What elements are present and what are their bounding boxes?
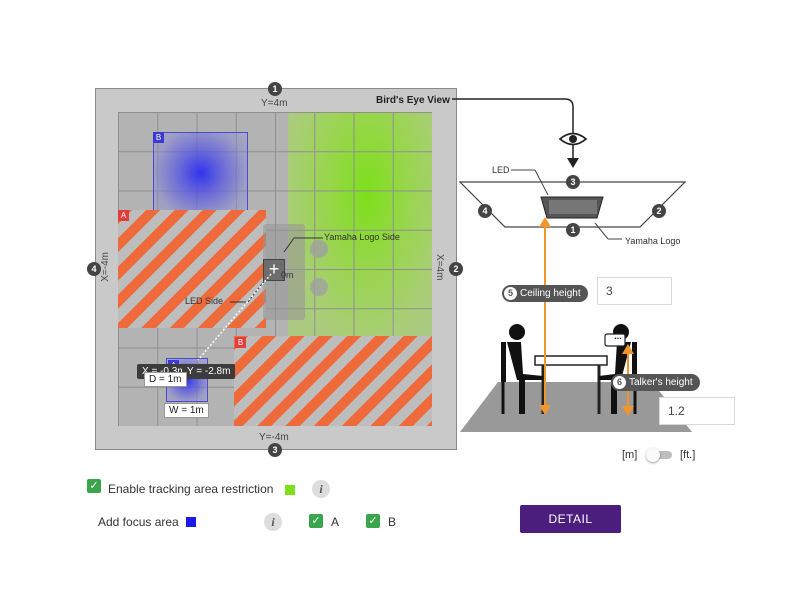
- restriction-area-a-tag: A: [118, 210, 129, 221]
- talker-height-arrows: [622, 344, 634, 416]
- focus-b-label: B: [388, 515, 397, 529]
- left-dimension: X=-4m: [100, 252, 111, 282]
- info-icon[interactable]: i: [312, 480, 330, 498]
- device-pointer-lines: [511, 169, 622, 240]
- tooltip-depth: D = 1m: [144, 372, 187, 387]
- ceiling-height-num: 5: [504, 287, 517, 300]
- focus-b-checkbox[interactable]: ✓: [366, 514, 380, 528]
- right-dimension: X=4m: [434, 254, 445, 281]
- talker-height-input[interactable]: 1.2: [659, 397, 735, 425]
- info-icon[interactable]: i: [264, 513, 282, 531]
- top-dimension: Y=4m: [261, 98, 288, 109]
- direction-badge-4: 4: [87, 262, 101, 276]
- focus-color-swatch: [186, 517, 196, 527]
- restriction-area-b-tag: B: [235, 337, 246, 348]
- led-label: LED: [492, 165, 510, 175]
- unit-feet-label[interactable]: [ft.]: [680, 449, 696, 461]
- enable-tracking-label: Enable tracking area restriction: [108, 482, 274, 496]
- enable-tracking-checkbox[interactable]: ✓: [87, 479, 101, 493]
- unit-toggle-track: [650, 451, 672, 459]
- restriction-area-b[interactable]: [234, 336, 432, 426]
- yamaha-logo-side-label: Yamaha Logo Side: [324, 232, 400, 242]
- bottom-dimension: Y=-4m: [259, 432, 289, 443]
- view-connector-arrow: [452, 98, 579, 168]
- microphone-dot: [310, 240, 328, 258]
- microphone-dot: [310, 278, 328, 296]
- unit-toggle[interactable]: [646, 448, 674, 462]
- talker-height-num: 6: [613, 376, 626, 389]
- yamaha-logo-label: Yamaha Logo: [625, 236, 681, 246]
- side-badge-4: 4: [478, 204, 492, 218]
- tooltip-width: W = 1m: [164, 403, 209, 418]
- unit-toggle-knob: [646, 448, 660, 462]
- tracking-color-swatch: [285, 485, 295, 495]
- ceiling-height-text: Ceiling height: [520, 288, 581, 299]
- focus-area-b[interactable]: [153, 132, 248, 214]
- focus-area-b-tag: B: [153, 132, 164, 143]
- led-badge: 3: [566, 175, 580, 189]
- talker-height-text: Talker's height: [629, 377, 693, 388]
- speech-bubble: ...: [614, 331, 622, 341]
- direction-badge-3: 3: [268, 443, 282, 457]
- led-side-label: LED Side: [185, 296, 224, 306]
- add-focus-area-label: Add focus area: [98, 515, 179, 529]
- device-position-handle[interactable]: +: [263, 259, 285, 281]
- birds-eye-view-title: Bird's Eye View: [376, 95, 450, 106]
- ceiling-height-arrows: [539, 217, 551, 415]
- eye-icon: [558, 132, 588, 146]
- ceiling-height-line: [544, 225, 546, 411]
- direction-badge-2: 2: [449, 262, 463, 276]
- device-distance-label: 0m: [281, 270, 294, 280]
- focus-a-label: A: [331, 515, 340, 529]
- unit-meters-label[interactable]: [m]: [622, 449, 638, 461]
- pointer-lines: [197, 237, 323, 361]
- detail-button[interactable]: DETAIL: [520, 505, 621, 533]
- ceiling-height-input[interactable]: 3: [597, 277, 672, 305]
- direction-badge-1: 1: [268, 82, 282, 96]
- meeting-scene: [501, 324, 637, 414]
- side-badge-1: 1: [566, 223, 580, 237]
- focus-a-checkbox[interactable]: ✓: [309, 514, 323, 528]
- side-badge-2: 2: [652, 204, 666, 218]
- tooltip-y: Y = -2.8m: [182, 364, 236, 379]
